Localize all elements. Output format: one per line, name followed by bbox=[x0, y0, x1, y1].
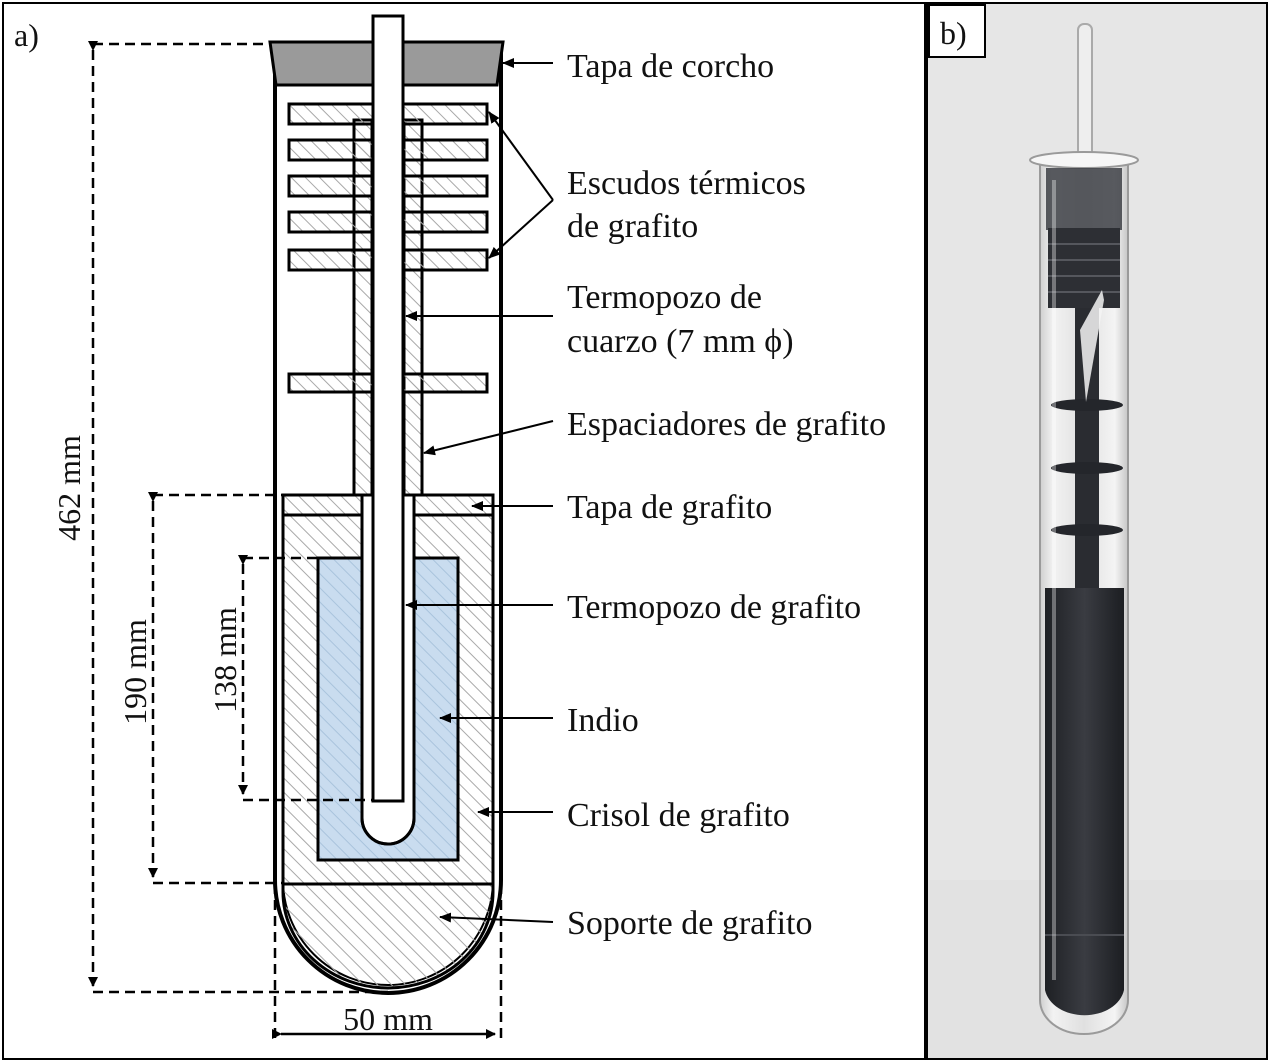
label-graphite-cap: Tapa de grafito bbox=[567, 489, 772, 526]
label-heat-shields-line1: Escudos térmicos bbox=[567, 165, 806, 202]
graphite-support bbox=[281, 882, 495, 990]
dim-indium-height: 138 mm bbox=[207, 607, 243, 713]
panel-b: b) bbox=[926, 2, 1268, 1060]
label-indium: Indio bbox=[567, 702, 639, 739]
label-support: Soporte de grafito bbox=[567, 905, 813, 942]
dimension-lines bbox=[88, 41, 503, 1039]
leader-arrows bbox=[405, 58, 554, 923]
label-crucible: Crisol de grafito bbox=[567, 797, 790, 834]
dim-crucible-height: 190 mm bbox=[117, 619, 153, 725]
quartz-thermowell bbox=[371, 14, 405, 803]
label-heat-shields-line2: de grafito bbox=[567, 208, 698, 245]
panel-a: a) bbox=[2, 2, 926, 1060]
label-spacers: Espaciadores de grafito bbox=[567, 406, 886, 443]
label-graphite-well: Termopozo de grafito bbox=[567, 589, 861, 626]
label-quartz-well-line1: Termopozo de bbox=[567, 279, 762, 316]
component-labels: Tapa de corcho Escudos térmicos de grafi… bbox=[567, 48, 886, 942]
panel-a-label: a) bbox=[14, 17, 39, 53]
label-cork-cap: Tapa de corcho bbox=[567, 48, 774, 85]
label-quartz-well-line2: cuarzo (7 mm ϕ) bbox=[567, 323, 794, 360]
panel-b-label: b) bbox=[940, 15, 967, 51]
dim-diameter: 50 mm bbox=[343, 1001, 433, 1037]
photo-cell bbox=[1029, 23, 1139, 1035]
dim-total-height: 462 mm bbox=[51, 435, 87, 541]
